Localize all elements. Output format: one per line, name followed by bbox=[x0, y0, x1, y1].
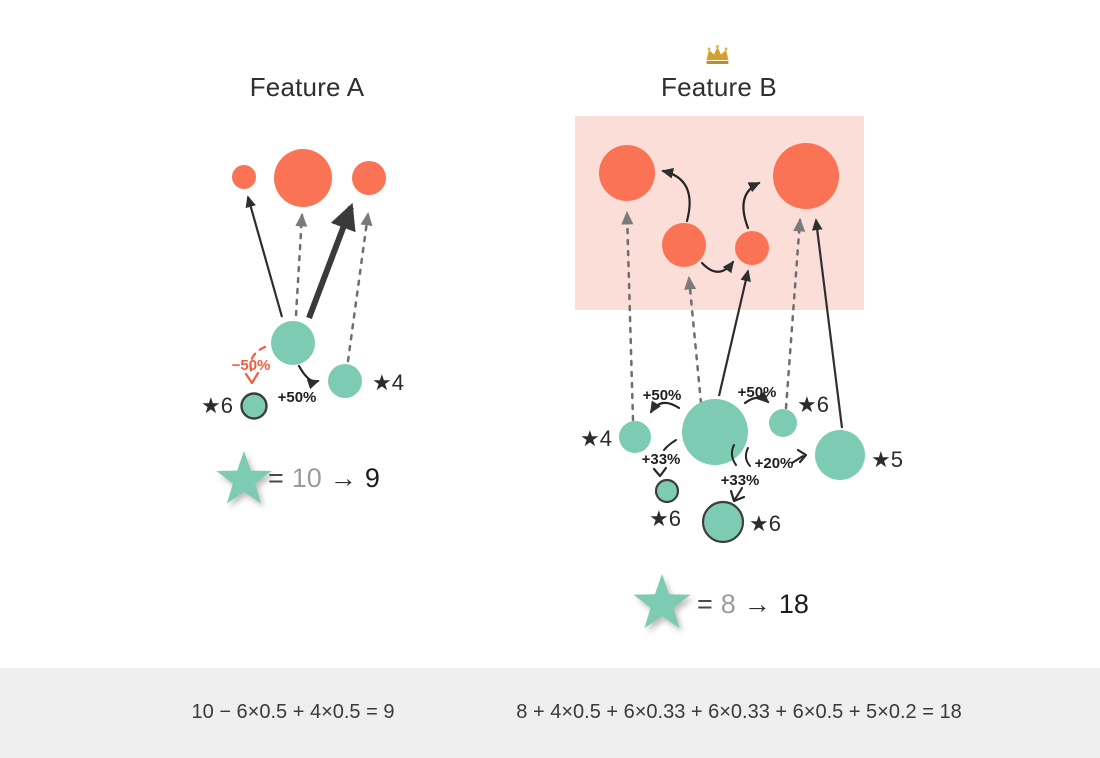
fb-star6-mid-label: ★6 bbox=[749, 511, 781, 536]
fb-plus33-mid-label: +33% bbox=[721, 472, 760, 489]
fa-plus50-curve-arrow bbox=[297, 364, 320, 390]
fb-plus20-stem bbox=[791, 455, 804, 464]
feature-a-formula: 10 − 6×0.5 + 4×0.5 = 9 bbox=[191, 701, 395, 723]
fb-star6-top-label: ★6 bbox=[797, 392, 829, 417]
fa-arrow-dashed-center bbox=[294, 212, 308, 317]
crown-icon bbox=[704, 44, 731, 65]
fa-orange-circle-small bbox=[232, 165, 256, 189]
fb-arrow-dashed-middle bbox=[684, 275, 703, 405]
fb-arrow-solid-small bbox=[717, 269, 751, 397]
fb-plus33-mid-lead bbox=[730, 444, 737, 466]
fb-legend-star-icon bbox=[633, 574, 691, 629]
fb-green-star4-circle bbox=[619, 421, 651, 453]
fb-panel-curve-mid-to-small bbox=[700, 260, 735, 274]
fa-legend-equals: = bbox=[268, 463, 284, 493]
fb-legend-arrow-icon: → bbox=[743, 589, 771, 619]
fa-arrow-dashed-right bbox=[346, 211, 373, 363]
fa-arrow-solid-thick bbox=[306, 202, 356, 320]
fa-minus50-arrowhead bbox=[244, 371, 260, 385]
fb-arrow-dashed-left bbox=[621, 210, 635, 422]
fb-star6-small-label: ★6 bbox=[649, 506, 681, 531]
feature-a-title: Feature A bbox=[249, 72, 365, 102]
feature-b-result-panel bbox=[575, 116, 864, 310]
fb-orange-circle-middle bbox=[662, 223, 706, 267]
fb-orange-circle-right bbox=[773, 143, 839, 209]
fb-plus33-left-label: +33% bbox=[642, 451, 681, 468]
fa-star4-label: ★4 bbox=[372, 370, 404, 395]
fb-panel-curve-mid-to-left bbox=[661, 168, 691, 223]
fb-legend-text: = 8 → 18 bbox=[697, 589, 809, 620]
fb-plus33-left-arrowhead bbox=[652, 466, 668, 478]
fb-legend-equals: = bbox=[697, 589, 713, 619]
fa-green-source-circle bbox=[271, 321, 315, 365]
fa-orange-circle-large bbox=[274, 149, 332, 207]
fb-plus20-label: +20% bbox=[755, 455, 794, 472]
fa-green-star4-circle bbox=[328, 364, 362, 398]
fa-legend-star-icon bbox=[216, 450, 272, 504]
fa-arrow-solid-thin bbox=[245, 195, 284, 318]
fb-plus33-left-lead bbox=[663, 439, 677, 451]
fa-legend-after-value: 9 bbox=[364, 463, 380, 493]
fb-arrow-dashed-right bbox=[784, 217, 806, 410]
fa-plus50-label: +50% bbox=[278, 389, 317, 406]
fa-minus50-label: −50% bbox=[232, 357, 271, 374]
feature-b-formula: 8 + 4×0.5 + 6×0.33 + 6×0.33 + 6×0.5 + 5×… bbox=[516, 701, 962, 723]
fb-panel-curve-small-to-right bbox=[742, 181, 761, 230]
fb-legend-after-value: 18 bbox=[778, 589, 809, 619]
fb-arrow-solid-right bbox=[811, 218, 844, 429]
fb-plus50-left-label: +50% bbox=[643, 387, 682, 404]
fb-plus50-right-curve bbox=[743, 391, 770, 405]
fb-plus50-left-curve bbox=[649, 400, 681, 414]
fb-plus33-mid-stem bbox=[734, 487, 743, 500]
fb-green-star5-circle bbox=[815, 430, 865, 480]
feature-b-title: Feature B bbox=[661, 72, 777, 102]
fb-star5-label: ★5 bbox=[871, 447, 903, 472]
footer-bar: 10 − 6×0.5 + 4×0.5 = 9 8 + 4×0.5 + 6×0.3… bbox=[0, 668, 1100, 758]
fa-legend-before-value: 10 bbox=[291, 463, 322, 493]
fa-green-star6-circle bbox=[240, 392, 268, 420]
fb-legend-before-value: 8 bbox=[720, 589, 736, 619]
fb-plus50-right-label: +50% bbox=[738, 384, 777, 401]
fa-star6-label: ★6 bbox=[201, 393, 233, 418]
fa-legend-arrow-icon: → bbox=[329, 463, 357, 493]
fb-plus20-lead bbox=[744, 447, 751, 467]
fb-orange-circle-small bbox=[735, 231, 769, 265]
fa-legend-text: = 10 → 9 bbox=[268, 463, 380, 494]
fb-green-star6-small-circle bbox=[654, 478, 680, 504]
fb-green-main-circle bbox=[682, 399, 748, 465]
fb-green-star6-top-circle bbox=[769, 409, 797, 437]
fa-minus50-dashed-curve bbox=[249, 345, 267, 373]
crown-icon-graphic bbox=[706, 45, 729, 64]
fb-plus20-arrowhead bbox=[796, 448, 808, 464]
fb-orange-circle-left bbox=[599, 145, 655, 201]
fb-plus33-mid-arrowhead bbox=[729, 489, 746, 503]
fb-green-star6-mid-circle bbox=[701, 500, 745, 544]
fb-star4-label: ★4 bbox=[580, 426, 612, 451]
fa-orange-circle-medium bbox=[352, 161, 386, 195]
